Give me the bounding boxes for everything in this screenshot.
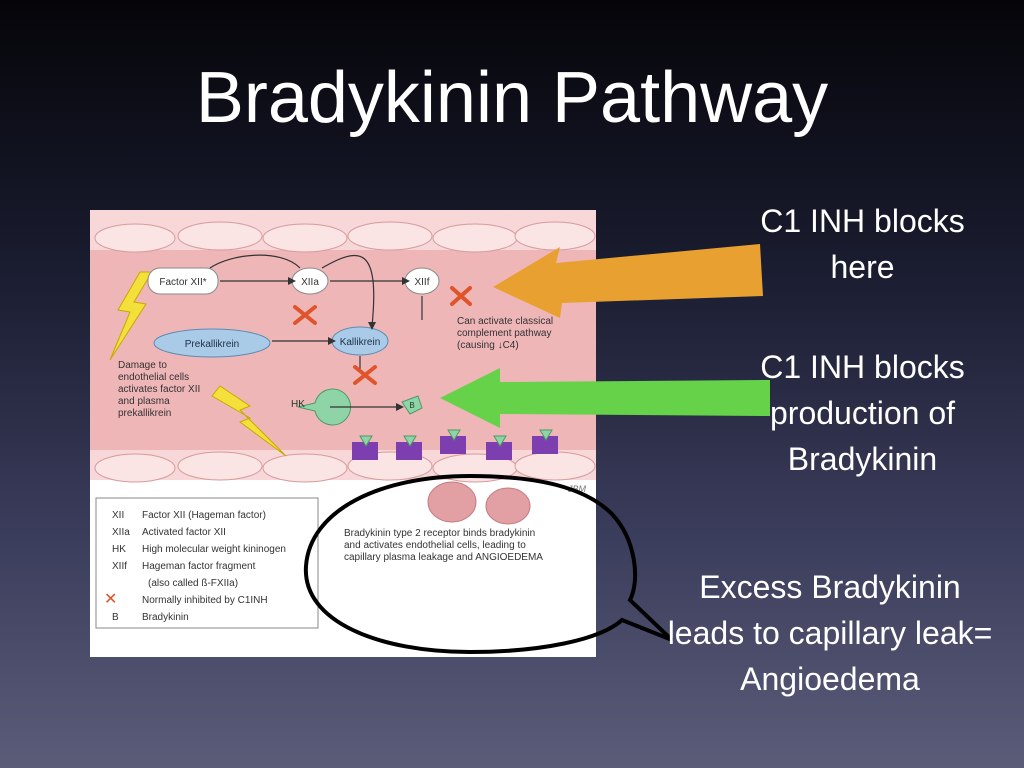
arrowhead [328, 337, 336, 345]
legend-desc: Normally inhibited by C1INH [142, 595, 268, 606]
endothelial-cell-bottom [262, 453, 348, 483]
orange-arrow [493, 244, 763, 318]
legend-desc: Activated factor XII [142, 527, 226, 538]
bradykinin-icon [403, 435, 417, 447]
receptor-caption-line: and activates endothelial cells, leading… [344, 540, 526, 551]
arrowhead [288, 277, 296, 285]
legend-desc: Bradykinin [142, 612, 189, 623]
arrowhead [396, 403, 404, 411]
node-xiif-label: XIIf [414, 277, 429, 288]
receptor-caption-line: capillary plasma leakage and ANGIOEDEMA [344, 552, 543, 563]
endothelial-cell-top [347, 221, 433, 251]
receptor-icon [486, 442, 512, 460]
note-complement-line: complement pathway [457, 328, 552, 339]
endothelial-cell-bottom [94, 453, 176, 483]
legend-desc: Hageman factor fragment [142, 561, 256, 572]
node-bradykinin [401, 395, 423, 415]
receptor-icon [352, 442, 378, 460]
node-xiia-label: XIIa [301, 277, 319, 288]
note-damage-line: and plasma [118, 396, 170, 407]
bradykinin-icon [359, 435, 373, 447]
receptor-icon [532, 436, 558, 454]
receptor-group [352, 429, 558, 460]
plasma-leak-blob [485, 487, 531, 525]
note-damage-line: activates factor XII [118, 384, 200, 395]
receptor-icon [396, 442, 422, 460]
inhibit-x-icon [293, 305, 317, 325]
note-complement-line: Can activate classical [457, 316, 553, 327]
green-arrow [440, 368, 770, 428]
note-c1inh-blocks-here: C1 INH blocks here [760, 203, 965, 285]
endothelial-cell-top [94, 223, 176, 253]
legend-box [95, 497, 319, 629]
receptor-caption-line: Bradykinin type 2 receptor binds bradyki… [344, 528, 535, 539]
legend-desc: High molecular weight kininogen [142, 544, 286, 555]
speech-bubble [303, 473, 674, 655]
endothelial-cell-top [177, 221, 263, 251]
node-prekallikrein-label: Prekallikrein [185, 339, 239, 350]
endothelial-cell-top [262, 223, 348, 253]
bradykinin-icon [493, 435, 507, 447]
legend-desc: Factor XII (Hageman factor) [142, 510, 266, 521]
arrowhead [368, 322, 376, 330]
legend-abbr: XII [112, 510, 124, 521]
node-kallikrein-label: Kallikrein [340, 337, 381, 348]
legend-abbr: B [112, 612, 119, 623]
legend-desc: (also called ß-FXIIa) [148, 578, 238, 589]
inhibit-x-icon [450, 286, 472, 306]
receptor-icon [440, 436, 466, 454]
arrowhead [402, 277, 410, 285]
legend-abbr: XIIf [112, 561, 127, 572]
arrow-feedback [209, 254, 301, 269]
legend-abbr: HK [112, 544, 126, 555]
bradykinin-icon [539, 429, 553, 441]
note-damage-line: Damage to [118, 360, 167, 371]
node-prekallikrein [153, 328, 271, 358]
note-c1inh-blocks-bradykinin: C1 INH blocks production of Bradykinin [760, 349, 965, 477]
note-excess-bradykinin: Excess Bradykinin leads to capillary lea… [667, 569, 993, 697]
endothelial-cell-bottom [177, 451, 263, 481]
node-hk [297, 388, 352, 426]
inhibit-x-icon [353, 365, 377, 385]
node-hk-label: HK [291, 399, 305, 410]
slide-title: Bradykinin Pathway [195, 58, 829, 138]
legend-abbr: XIIa [112, 527, 130, 538]
bradykinin-icon [447, 429, 461, 441]
plasma-leak-blob [427, 481, 477, 523]
lightning-bolt-icon [211, 385, 287, 457]
note-complement-line: (causing ↓C4) [457, 340, 519, 351]
figure-signature: JBM [567, 484, 587, 494]
node-factor-xii-label: Factor XII* [159, 277, 206, 288]
node-bradykinin-label: B [409, 401, 414, 410]
arrow-xiia-to-kallikrein [321, 255, 375, 327]
note-damage-line: prekallikrein [118, 408, 171, 419]
note-damage-line: endothelial cells [118, 372, 189, 383]
legend-inhibit-x-icon: ✕ [104, 591, 117, 608]
node-factor-xii [147, 267, 219, 295]
